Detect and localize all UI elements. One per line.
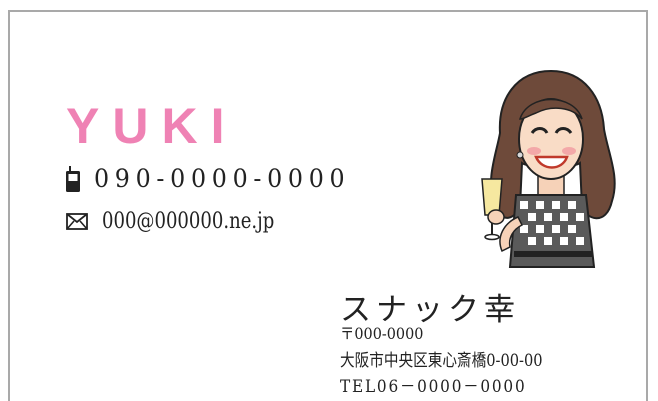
business-card: YUKI 090-0000-0000 000@000000. [8,10,648,401]
phone-number: 090-0000-0000 [94,164,351,193]
envelope-icon [66,213,88,230]
caricature-illustration [476,67,626,272]
postal-code: 〒000-0000 [340,324,424,343]
card-name: YUKI [66,98,238,154]
phone-row: 090-0000-0000 [66,164,364,193]
shop-name: スナック幸 [340,292,520,328]
email-row: 000@000000.ne.jp [66,209,312,234]
mobile-phone-icon [66,165,80,192]
email-address: 000@000000.ne.jp [102,209,275,234]
telephone: TEL06－0000－0000 [340,377,527,397]
address: 大阪市中央区東心斎橋0-00-00 [340,351,543,371]
